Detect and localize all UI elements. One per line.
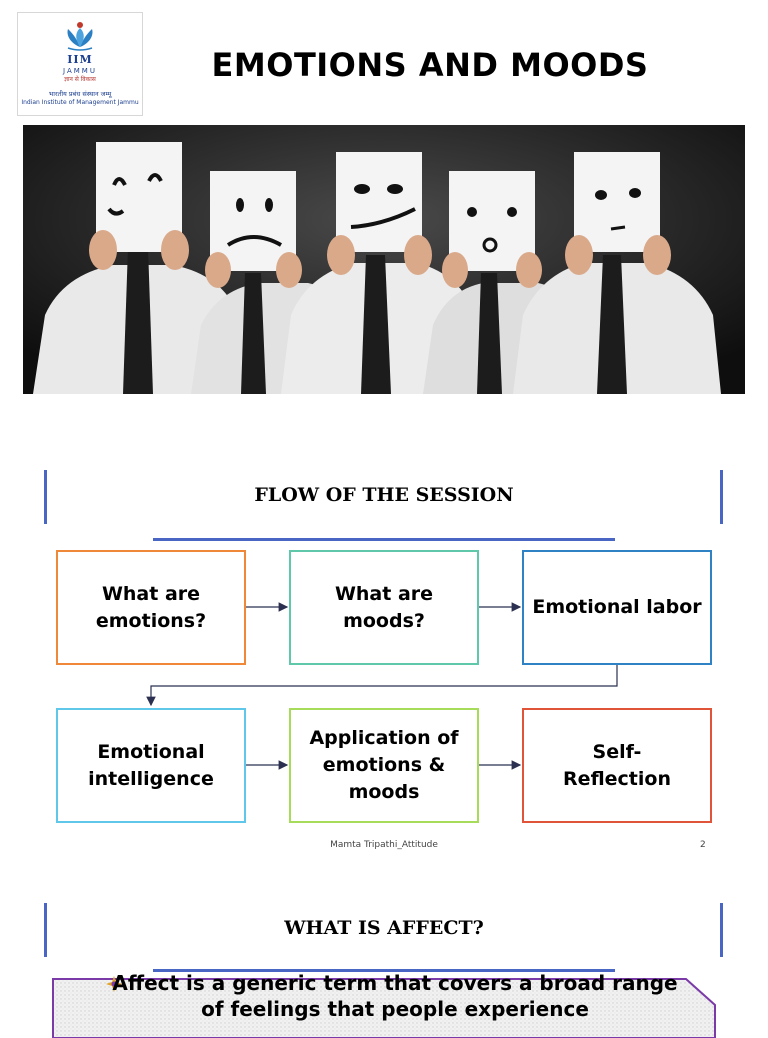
step-application-of-emotions: Application of emotions & moods <box>289 708 479 823</box>
logo-english-name: Indian Institute of Management Jammu <box>21 99 139 106</box>
slide3-right-bar <box>720 903 723 957</box>
slide3-left-bar <box>44 903 47 957</box>
page-number: 2 <box>700 840 706 850</box>
person-smiling <box>33 142 245 394</box>
step-what-are-moods: What are moods? <box>289 550 479 665</box>
slide2-title-underline <box>153 538 615 541</box>
slide-footer: Mamta Tripathi_Attitude <box>330 840 438 850</box>
step-what-are-emotions: What are emotions? <box>56 550 246 665</box>
lotus-emblem-icon <box>67 22 93 51</box>
logo-city: JAMMU <box>63 67 97 75</box>
slide2-left-bar <box>44 470 47 524</box>
emotions-faces-photo <box>23 125 745 394</box>
slide2-right-bar <box>720 470 723 524</box>
logo-name: IIM <box>67 53 93 66</box>
step-emotional-labor: Emotional labor <box>522 550 712 665</box>
slide3-title-underline <box>153 969 615 972</box>
bullet-star-icon <box>106 976 122 992</box>
logo-hindi-name: भारतीय प्रबंध संस्थान जम्मू <box>48 90 112 98</box>
slide2-title: FLOW OF THE SESSION <box>254 484 514 506</box>
slide3-title: WHAT IS AFFECT? <box>284 917 484 939</box>
step-emotional-intelligence: Emotional intelligence <box>56 708 246 823</box>
person-neutral <box>513 152 721 394</box>
iim-jammu-logo: IIM JAMMU ज्ञान से विकास भारतीय प्रबंध स… <box>17 12 143 116</box>
affect-definition-text: Affect is a generic term that covers a b… <box>112 971 678 1021</box>
slide1-title: EMOTIONS AND MOODS <box>211 46 649 84</box>
logo-motto: ज्ञान से विकास <box>64 76 96 83</box>
step-self-reflection: Self-Reflection <box>522 708 712 823</box>
